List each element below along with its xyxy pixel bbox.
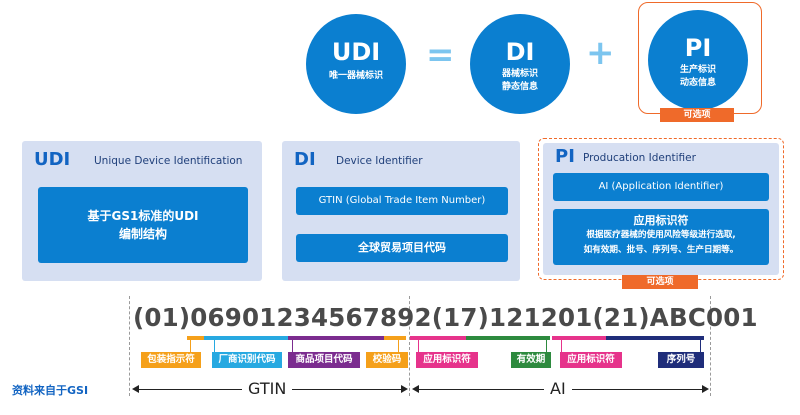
ai-axis-label: AI <box>544 380 572 398</box>
pi-circle-line2: 动态信息 <box>679 78 716 88</box>
udi-panel: UDI Unique Device Identification 基于GS1标准… <box>22 141 262 281</box>
ai-detail-desc1: 根据医疗器械的使用风险等级进行选取, <box>586 230 736 240</box>
segment-label-ai21: 应用标识符 <box>560 352 622 368</box>
bar-expiry <box>466 336 550 340</box>
ai-arrow-right <box>702 385 709 393</box>
ai-detail-box: 应用标识符 根据医疗器械的使用风险等级进行选取, 如有效期、批号、序列号、生产日… <box>553 209 769 265</box>
ai-detail-title: 应用标识符 <box>633 214 689 227</box>
bar-ai21 <box>552 336 606 340</box>
di-circle-line1: 器械标识 <box>501 69 538 79</box>
segment-label-serial: 序列号 <box>658 352 704 368</box>
connector-ai21 <box>561 340 562 352</box>
bar-ai17 <box>410 336 466 340</box>
connector-company <box>214 340 215 352</box>
connector-packaging <box>190 340 191 352</box>
connector-check <box>398 340 399 352</box>
ai-detail-desc2: 如有效期、批号、序列号、生产日期等。 <box>583 245 739 255</box>
segment-label-ai17: 应用标识符 <box>416 352 478 368</box>
source-note: 资料来自于GSI <box>12 384 89 397</box>
udi-circle: UDI 唯一器械标识 <box>306 14 406 114</box>
connector-ai17 <box>418 340 419 352</box>
divider-right <box>710 296 711 396</box>
bar-check <box>384 336 406 340</box>
plus-sign: + <box>586 33 615 73</box>
udi-panel-full: Unique Device Identification <box>94 155 243 167</box>
udi-circle-abbr: UDI <box>331 38 381 66</box>
pi-panel-abbr: PI <box>555 146 575 167</box>
di-circle-line2: 静态信息 <box>501 82 538 92</box>
di-circle-abbr: DI <box>505 38 535 66</box>
udi-circle-label: 唯一器械标识 <box>328 71 383 81</box>
udi-code-string: (01)06901234567892(17)121201(21)ABC001 <box>133 303 758 332</box>
connector-serial <box>700 340 701 352</box>
divider-left <box>129 296 130 396</box>
udi-structure-box: 基于GS1标准的UDI 编制结构 <box>38 187 248 263</box>
udi-panel-abbr: UDI <box>34 149 71 170</box>
bar-company <box>204 336 288 340</box>
di-circle: DI 器械标识 静态信息 <box>470 14 570 114</box>
segment-label-item: 商品项目代码 <box>288 352 360 368</box>
pi-circle-line1: 生产标识 <box>679 65 716 75</box>
pi-circle-abbr: PI <box>684 34 712 62</box>
pi-optional-tag: 可选项 <box>660 108 734 122</box>
pi-panel-full: Producation Identifier <box>583 152 696 164</box>
ai-box: AI (Application Identifier) <box>553 173 769 201</box>
gtin-arrow-left <box>132 385 139 393</box>
segment-label-check: 校验码 <box>366 352 408 368</box>
udi-structure-line1: 基于GS1标准的UDI <box>87 209 199 223</box>
bar-packaging <box>187 336 204 340</box>
gtin-arrow-right <box>401 385 408 393</box>
connector-item <box>292 340 293 352</box>
gtin-axis-label: GTIN <box>242 380 293 398</box>
divider-middle <box>409 296 410 396</box>
di-panel-abbr: DI <box>294 149 316 170</box>
segment-label-company: 厂商识别代码 <box>212 352 282 368</box>
segment-label-packaging: 包装指示符 <box>141 352 201 368</box>
pi-panel-optional-tag: 可选项 <box>622 275 698 289</box>
bar-item <box>288 336 384 340</box>
ai-arrow-left <box>412 385 419 393</box>
segment-label-expiry: 有效期 <box>511 352 551 368</box>
connector-expiry <box>546 340 547 352</box>
di-panel-full: Device Identifier <box>336 155 423 167</box>
gtin-cn-box: 全球贸易项目代码 <box>296 234 508 262</box>
udi-structure-line2: 编制结构 <box>118 227 167 241</box>
pi-panel: PI Producation Identifier AI (Applicatio… <box>543 143 779 275</box>
di-panel: DI Device Identifier GTIN (Global Trade … <box>282 141 520 281</box>
bar-serial <box>606 336 704 340</box>
gtin-box: GTIN (Global Trade Item Number) <box>296 187 508 215</box>
equals-sign: = <box>426 35 455 75</box>
pi-circle: PI 生产标识 动态信息 <box>648 10 748 110</box>
